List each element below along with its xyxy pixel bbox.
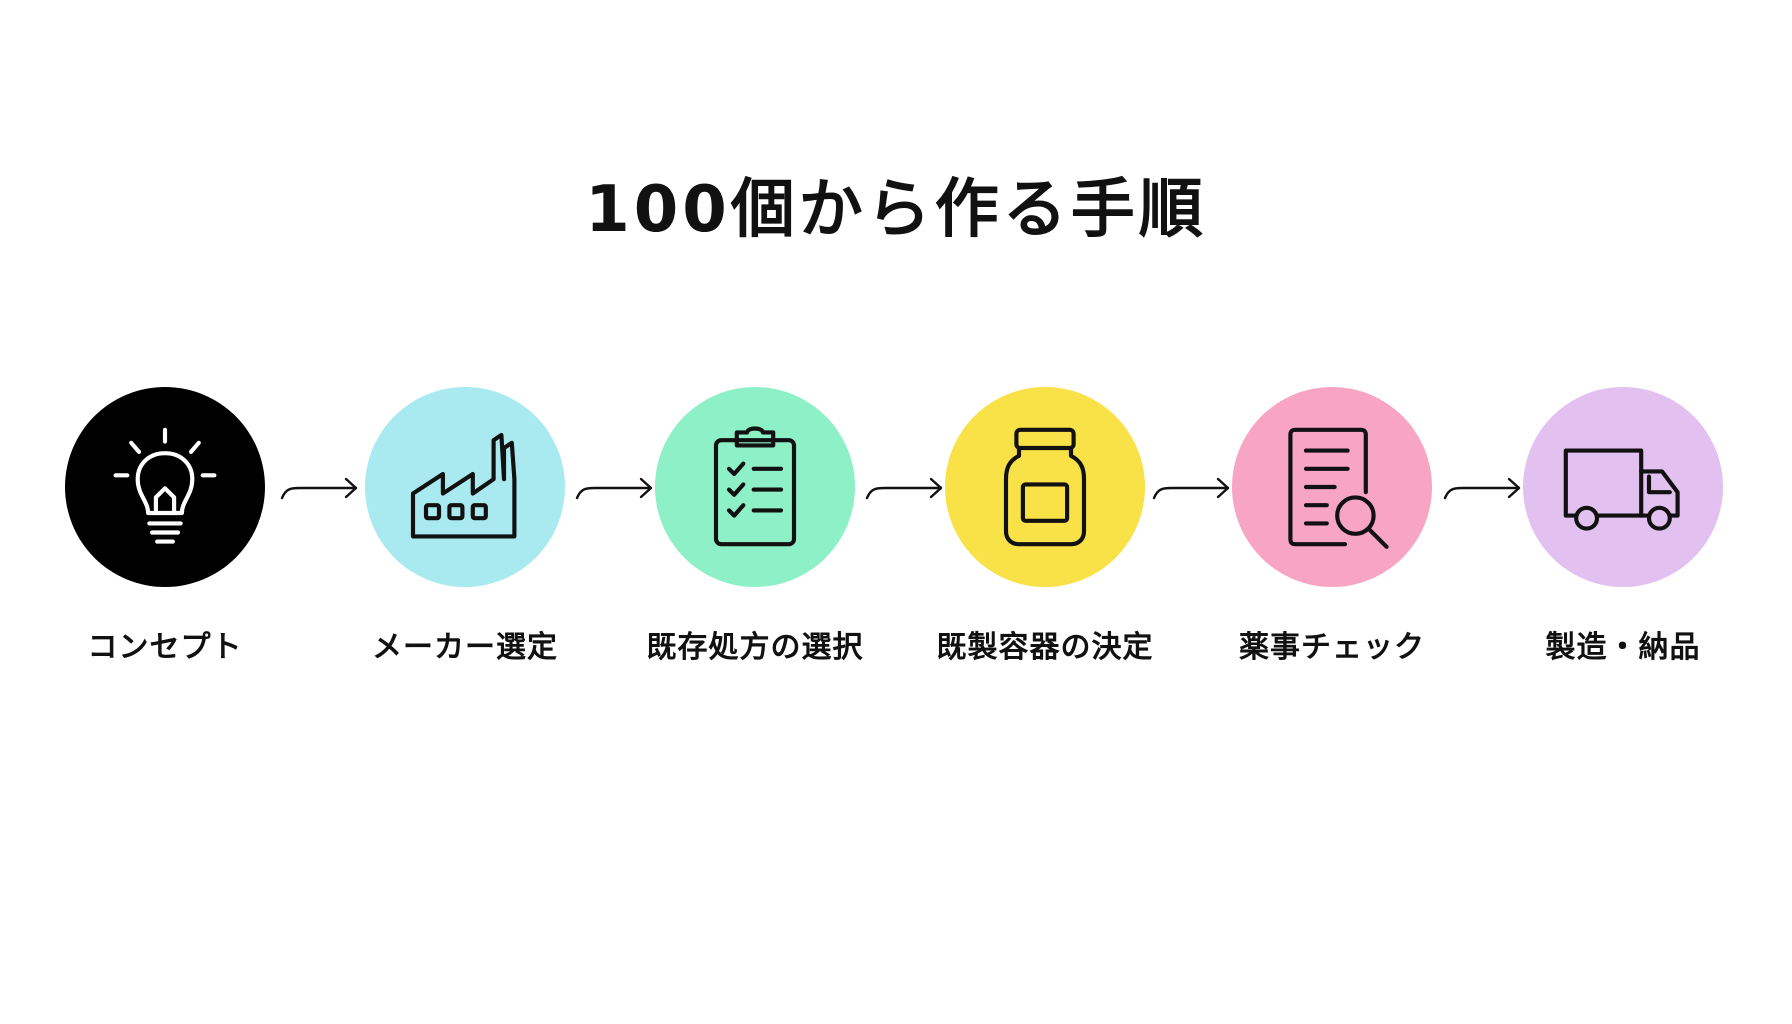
step-container-decision: 既製容器の決定 <box>885 0 1205 1024</box>
page-title: 100個から作る手順 <box>585 173 1207 247</box>
step-circle <box>945 387 1145 587</box>
lightbulb-icon <box>113 427 217 544</box>
step-label: 製造・納品 <box>1545 630 1701 665</box>
step-label: 既存処方の選択 <box>646 630 864 665</box>
jar-icon <box>1003 427 1087 547</box>
document-search-icon <box>1288 427 1389 549</box>
step-formula-selection: 既存処方の選択 <box>595 0 915 1024</box>
flow-arrow <box>280 470 360 506</box>
factory-icon <box>410 432 517 539</box>
step-circle <box>1523 387 1723 587</box>
step-regulatory-check: 薬事チェック <box>1172 0 1492 1024</box>
step-concept: コンセプト <box>5 0 325 1024</box>
step-maker-selection: メーカー選定 <box>305 0 625 1024</box>
step-manufacturing-delivery: 製造・納品 <box>1463 0 1783 1024</box>
step-label: 薬事チェック <box>1239 630 1425 665</box>
flow-arrow <box>575 470 655 506</box>
step-label: メーカー選定 <box>372 630 558 665</box>
delivery-truck-icon <box>1563 448 1680 531</box>
flow-arrow <box>1152 470 1232 506</box>
step-label: 既製容器の決定 <box>936 630 1154 665</box>
step-circle <box>65 387 265 587</box>
flow-arrow <box>1443 470 1523 506</box>
step-circle <box>365 387 565 587</box>
step-circle <box>655 387 855 587</box>
step-circle <box>1232 387 1432 587</box>
clipboard-checklist-icon <box>713 426 797 547</box>
flow-arrow <box>865 470 945 506</box>
step-label: コンセプト <box>87 630 243 665</box>
